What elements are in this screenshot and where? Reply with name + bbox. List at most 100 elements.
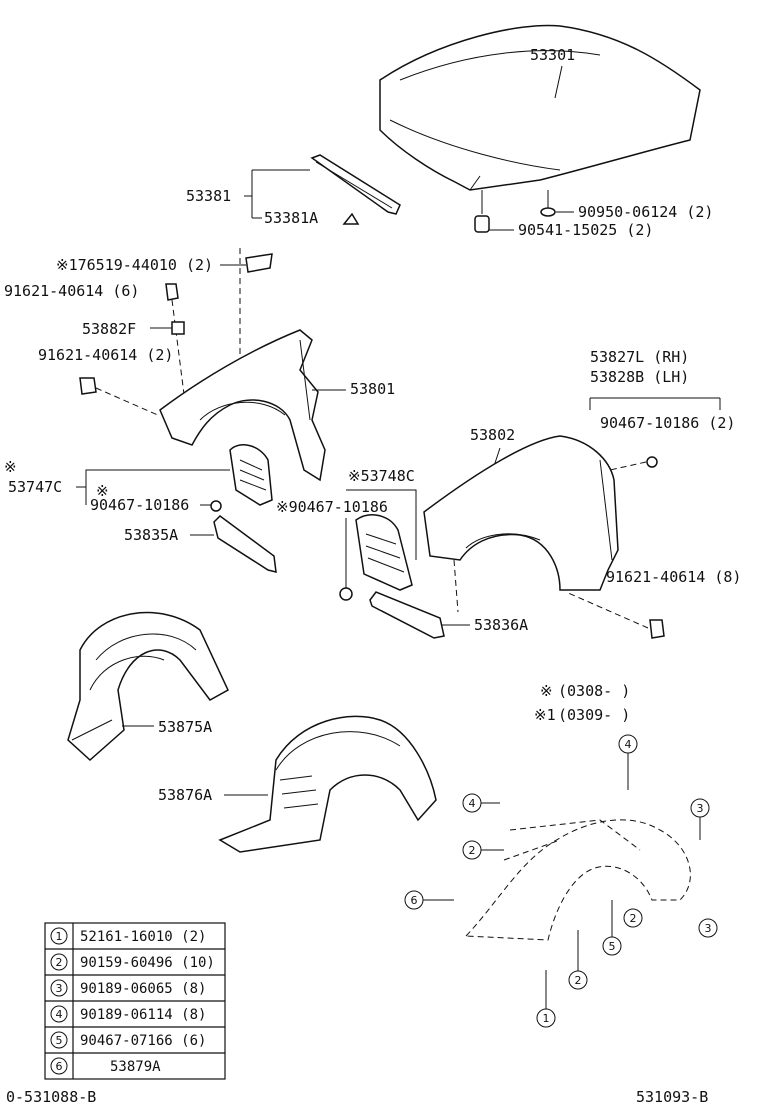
note-1-mark: ※ (540, 682, 553, 700)
svg-text:6: 6 (56, 1060, 63, 1073)
svg-text:90467-07166 (6): 90467-07166 (6) (80, 1033, 206, 1049)
svg-text:3: 3 (56, 982, 63, 995)
dash-clip-right (609, 461, 647, 471)
svg-text:53879A: 53879A (110, 1059, 161, 1075)
hood-cushion-part (540, 207, 556, 217)
svg-text:90189-06065 (8): 90189-06065 (8) (80, 981, 206, 997)
callout-2-bottom: 2 (568, 970, 588, 990)
label-hood-bumper: 90541-15025 (2) (518, 221, 653, 239)
label-fender-protector-rh: 53827L (RH) (590, 348, 689, 366)
figure-code-left: 0-531088-B (6, 1088, 96, 1106)
fender-rh-part (159, 329, 326, 482)
bolt-top-part (165, 283, 179, 301)
liner-47c-part (229, 444, 273, 506)
svg-text:1: 1 (543, 1012, 550, 1025)
label-liner-75a: 53875A (158, 718, 212, 736)
callout-5: 5 (602, 936, 622, 956)
legend-row: 1 52161-16010 (2) (50, 927, 206, 945)
clip-47c-part (210, 500, 222, 512)
callout-2-mid: 2 (623, 908, 643, 928)
liner-76a-part (218, 715, 437, 853)
svg-text:4: 4 (625, 738, 632, 751)
legend-row: 2 90159-60496 (10) (50, 953, 215, 971)
label-seal-35a: 53835A (124, 526, 178, 544)
label-hood: 53301 (530, 46, 575, 64)
bolt-side-part (79, 377, 97, 395)
label-bolt-side: 91621-40614 (2) (38, 346, 173, 364)
callout-3-right-top: 3 (690, 798, 710, 818)
hood-seal-part (310, 154, 401, 215)
liner-75a-part (67, 611, 229, 762)
svg-text:5: 5 (56, 1034, 63, 1047)
label-bolt-right: 91621-40614 (8) (606, 568, 741, 586)
fender-lh-part (423, 435, 619, 591)
seal-36a-part (369, 591, 445, 639)
note-1-text: (0308- ) (558, 682, 630, 700)
hood-bumper-part (474, 215, 490, 233)
legend-table: 1 52161-16010 (2) 2 90159-60496 (10) 3 9… (44, 922, 226, 1080)
figure-code-right: 531093-B (636, 1088, 708, 1106)
svg-text:2: 2 (56, 956, 63, 969)
svg-text:52161-16010 (2): 52161-16010 (2) (80, 929, 206, 945)
callout-6: 6 (404, 890, 424, 910)
svg-text:5: 5 (609, 940, 616, 953)
dash-bolt-top (171, 299, 187, 411)
legend-row: 5 90467-07166 (6) (50, 1031, 206, 1049)
svg-text:3: 3 (697, 802, 704, 815)
exploded-liner-part (464, 819, 691, 941)
label-bolt-top: 91621-40614 (6) (4, 282, 139, 300)
leader-liner-48c (346, 489, 417, 560)
mark-47c: ※ (4, 458, 17, 476)
label-clip-48c: ※90467-10186 (276, 498, 388, 516)
gusset-part (171, 321, 185, 335)
hood-seal-clip-part (342, 212, 360, 225)
label-clip-47c: 90467-10186 (90, 496, 189, 514)
leader-hood (554, 65, 563, 99)
svg-text:3: 3 (705, 922, 712, 935)
svg-text:1: 1 (56, 930, 63, 943)
bolt-right-part (649, 619, 665, 639)
note-2-text: (0309- ) (558, 706, 630, 724)
label-fender-lh: 53802 (470, 426, 515, 444)
svg-text:4: 4 (469, 797, 476, 810)
label-hood-seal: 53381 (186, 187, 231, 205)
svg-text:6: 6 (411, 894, 418, 907)
svg-text:90159-60496 (10): 90159-60496 (10) (80, 955, 215, 971)
svg-text:2: 2 (575, 974, 582, 987)
label-fender-protector-lh: 53828B (LH) (590, 368, 689, 386)
bracket-part (245, 253, 273, 273)
label-liner-47c: 53747C (8, 478, 62, 496)
label-liner-48c: ※53748C (348, 467, 415, 485)
svg-text:2: 2 (630, 912, 637, 925)
svg-text:2: 2 (469, 844, 476, 857)
callout-2-left: 2 (462, 840, 482, 860)
clip-48c-part (339, 587, 353, 601)
label-liner-76a: 53876A (158, 786, 212, 804)
callout-3-right-bottom: 3 (698, 918, 718, 938)
dash-seal-36a (453, 559, 459, 613)
svg-text:4: 4 (56, 1008, 63, 1021)
label-bracket: ※176519-44010 (2) (56, 256, 213, 274)
dash-bolt-side (95, 387, 161, 417)
label-hood-seal-clip: 53381A (264, 209, 318, 227)
note-2-mark: ※1 (534, 706, 556, 724)
callout-4-left: 4 (462, 793, 482, 813)
liner-48c-part (355, 514, 413, 591)
label-seal-36a: 53836A (474, 616, 528, 634)
hood-panel (379, 24, 701, 191)
label-hood-cushion: 90950-06124 (2) (578, 203, 713, 221)
legend-row: 4 90189-06114 (8) (50, 1005, 206, 1023)
callout-1: 1 (536, 1008, 556, 1028)
clip-right-part (646, 456, 658, 468)
callout-4-top: 4 (618, 734, 638, 754)
seal-35a-part (213, 515, 277, 573)
legend-row: 3 90189-06065 (8) (50, 979, 206, 997)
label-gusset: 53882F (82, 320, 136, 338)
label-fender-rh: 53801 (350, 380, 395, 398)
svg-text:90189-06114 (8): 90189-06114 (8) (80, 1007, 206, 1023)
label-clip-right: 90467-10186 (2) (600, 414, 735, 432)
legend-row: 6 53879A (50, 1057, 161, 1075)
leader-liner-47c (76, 469, 230, 488)
